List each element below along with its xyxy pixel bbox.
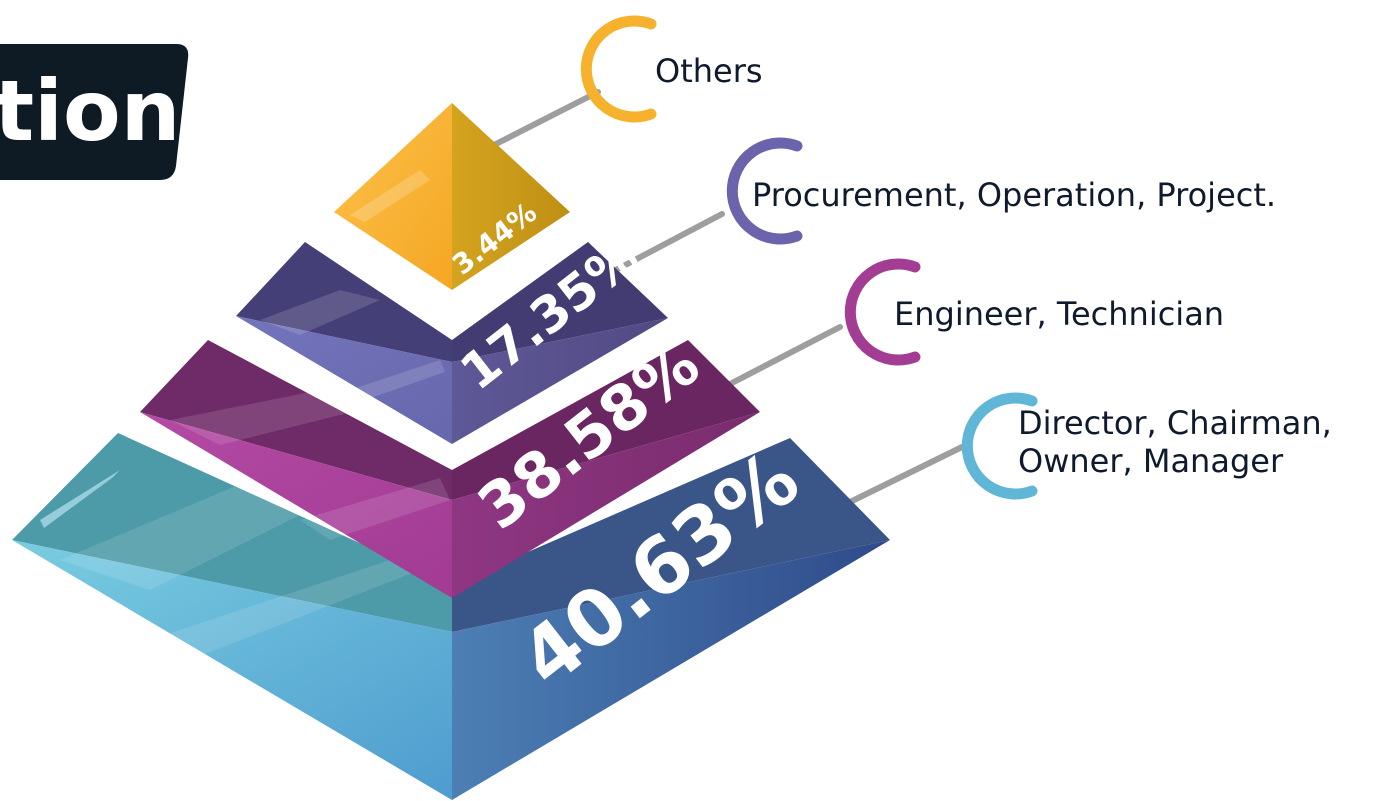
title-banner: tion: [0, 44, 189, 180]
category-label-procurement: Procurement, Operation, Project.: [752, 176, 1276, 214]
pyramid-tier-procurement: [236, 242, 668, 444]
title-text: tion: [0, 62, 180, 160]
connector-line-director: [845, 444, 965, 506]
pyramid-tier-base: [12, 433, 890, 800]
ring-markers: [580, 15, 1038, 500]
category-label-engineer: Engineer, Technician: [894, 295, 1224, 333]
connector-line-procurement: [609, 211, 725, 275]
pyramid-tier-engineer: [140, 340, 760, 598]
connector-line-engineer: [727, 324, 843, 387]
category-labels: Others Procurement, Operation, Project. …: [655, 52, 1332, 480]
ring-icon-director: [961, 392, 1038, 500]
category-label-director: Director, Chairman,Owner, Manager: [1018, 404, 1332, 480]
connector-line-others: [487, 89, 601, 150]
ring-icon-engineer: [844, 258, 921, 366]
category-label-director-line: Director, Chairman,: [1018, 404, 1332, 442]
connector-lines: [487, 89, 965, 506]
category-label-others: Others: [655, 52, 763, 90]
ring-icon-procurement: [726, 137, 803, 245]
ring-icon-others: [580, 15, 657, 123]
category-label-director-line: Owner, Manager: [1018, 442, 1284, 480]
pyramid-tier-others: [334, 103, 570, 290]
